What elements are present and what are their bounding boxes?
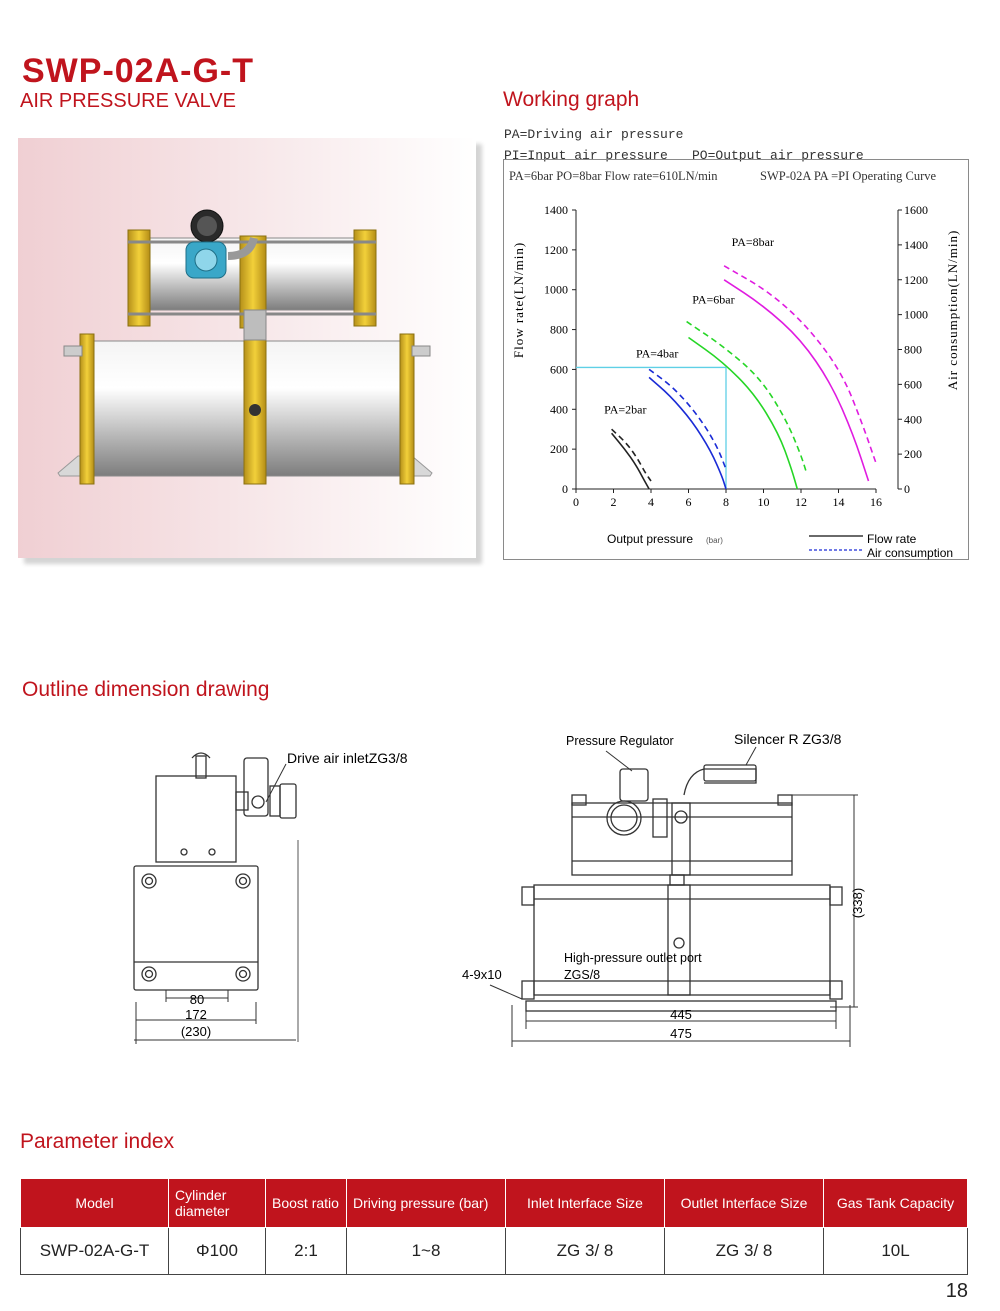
holes-label: 4-9x10: [462, 967, 502, 982]
legend-flow-label: Flow rate: [867, 532, 917, 546]
table-header-row: Model Cylinder diameter Boost ratio Driv…: [20, 1178, 968, 1228]
y2-tick-label: 1400: [904, 238, 928, 252]
dim-172: 172: [185, 1007, 207, 1022]
cell-inlet: ZG 3/ 8: [505, 1227, 665, 1275]
page-number: 18: [945, 1280, 968, 1302]
y-tick-label: 400: [550, 402, 568, 416]
working-graph-heading: Working graph: [503, 88, 640, 111]
product-subtitle: AIR PRESSURE VALVE: [20, 90, 236, 112]
y-tick-label: 1200: [544, 243, 568, 257]
working-graph-chart: 0 2 4 6 8 10 12 14 16 0 200 400 600 800 1000 1200 1400 0 2…: [511, 203, 960, 560]
x-tick-label: 8: [723, 495, 729, 509]
tank-end-plate: [133, 865, 259, 991]
curve-label: PA=8bar: [732, 235, 774, 249]
series-line-pa-8bar-solid: [723, 279, 870, 482]
working-graph-frame: [503, 159, 969, 560]
y-tick-label: 1400: [544, 203, 568, 217]
series-line-pa-4bar-solid: [648, 376, 727, 490]
y-tick-label: 200: [550, 442, 568, 456]
series-line-pa-2bar-dashed: [611, 428, 652, 482]
x-tick-label: 4: [648, 495, 654, 509]
curve-label: PA=6bar: [692, 293, 734, 307]
y2-tick-label: 800: [904, 343, 922, 357]
x-axis-unit: (bar): [706, 536, 723, 545]
legend-pa: PA=Driving air pressure: [504, 127, 684, 142]
silencer-label: Silencer R ZG3/8: [734, 731, 842, 747]
curve-label: PA=2bar: [604, 402, 646, 416]
upper-cylinder: [155, 775, 237, 863]
y2-tick-label: 600: [904, 377, 922, 391]
graph-header-left: PA=6bar PO=8bar Flow rate=610LN/min: [509, 169, 718, 183]
x-tick-label: 0: [573, 495, 579, 509]
dim-475: 475: [670, 1026, 692, 1041]
series-line-pa-4bar-dashed: [648, 368, 727, 470]
x-tick-label: 14: [833, 495, 845, 509]
y-tick-label: 600: [550, 362, 568, 376]
series-line-pa-6bar-dashed: [686, 320, 808, 474]
cell-outlet: ZG 3/ 8: [664, 1227, 824, 1275]
series-line-pa-8bar-dashed: [723, 265, 877, 464]
y-right-axis-label: Air consumption(LN/min): [945, 230, 960, 391]
x-tick-label: 2: [611, 495, 617, 509]
legend-air-label: Air consumption: [867, 546, 953, 560]
y2-tick-label: 1200: [904, 273, 928, 287]
table-row: SWP-02A-G-T Φ100 2:1 1~8 ZG 3/ 8 ZG 3/ 8…: [20, 1227, 968, 1275]
dim-230: (230): [181, 1024, 211, 1039]
header-cylinder: Cylinder diameter: [168, 1178, 266, 1228]
product-photo: [18, 138, 476, 558]
dim-80: 80: [190, 992, 204, 1007]
parameter-heading: Parameter index: [20, 1130, 175, 1153]
y2-tick-label: 1000: [904, 308, 928, 322]
air-pressure-valve-illustration: [57, 209, 433, 485]
booster-body: [571, 802, 793, 876]
cell-cylinder: Φ100: [168, 1227, 266, 1275]
outlet-port-label: High-pressure outlet port: [564, 951, 702, 965]
y-left-axis-label: Flow rate(LN/min): [511, 242, 526, 358]
header-inlet: Inlet Interface Size: [505, 1178, 665, 1228]
front-view-drawing: Pressure Regulator Silencer R ZG3/8 (338…: [462, 731, 865, 1047]
dim-445: 445: [670, 1007, 692, 1022]
graph-header-right: SWP-02A PA =PI Operating Curve: [760, 169, 937, 183]
cell-tank: 10L: [823, 1227, 968, 1275]
x-axis-label: Output pressure: [607, 532, 693, 546]
x-tick-label: 16: [870, 495, 882, 509]
x-tick-label: 6: [686, 495, 692, 509]
outline-heading: Outline dimension drawing: [22, 678, 270, 701]
header-driving: Driving pressure (bar): [346, 1178, 506, 1228]
dim-338: (338): [850, 888, 865, 918]
header-outlet: Outlet Interface Size: [664, 1178, 824, 1228]
header-tank: Gas Tank Capacity: [823, 1178, 968, 1228]
x-tick-label: 10: [758, 495, 770, 509]
outlet-port-thread: ZGS/8: [564, 968, 600, 982]
pressure-regulator-label: Pressure Regulator: [566, 734, 674, 748]
y2-tick-label: 200: [904, 447, 922, 461]
series-line-pa-2bar-solid: [610, 432, 650, 490]
y-tick-label: 800: [550, 323, 568, 337]
y-tick-label: 0: [562, 482, 568, 496]
cell-driving: 1~8: [346, 1227, 506, 1275]
cell-boost: 2:1: [265, 1227, 347, 1275]
y2-tick-label: 0: [904, 482, 910, 496]
header-model: Model: [20, 1178, 169, 1228]
header-boost: Boost ratio: [265, 1178, 347, 1228]
y2-tick-label: 400: [904, 412, 922, 426]
x-tick-label: 12: [795, 495, 807, 509]
cell-model: SWP-02A-G-T: [20, 1227, 169, 1275]
curve-label: PA=4bar: [636, 346, 678, 360]
parameter-table: Model Cylinder diameter Boost ratio Driv…: [20, 1178, 968, 1275]
model-title: SWP-02A-G-T: [22, 52, 254, 90]
drive-air-inlet-label: Drive air inletZG3/8: [287, 750, 408, 766]
y-tick-label: 1000: [544, 283, 568, 297]
y2-tick-label: 1600: [904, 203, 928, 217]
series-line-pa-6bar-solid: [688, 336, 799, 490]
side-view-drawing: 80 172 (230) Drive air inletZG3/8: [133, 750, 408, 1044]
